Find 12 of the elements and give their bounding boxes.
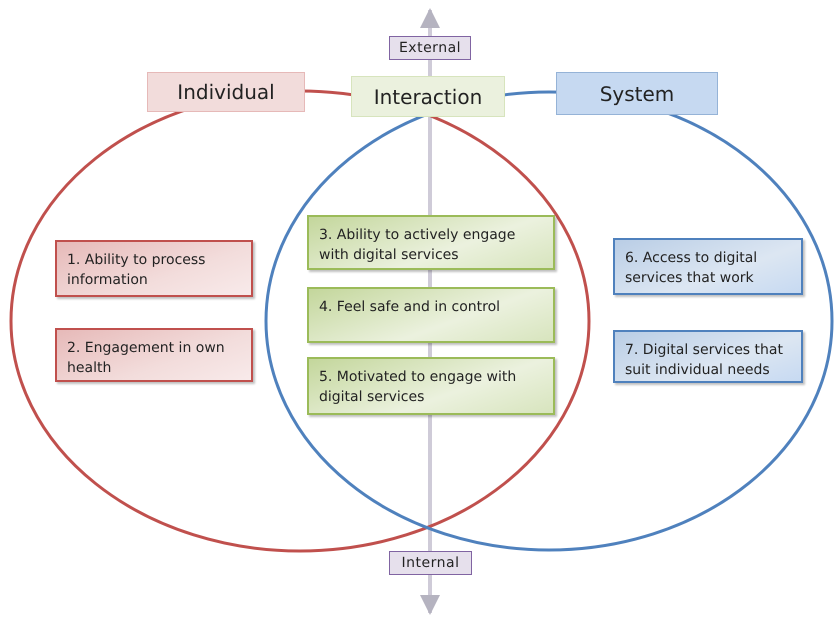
axis-label: External: [389, 36, 471, 60]
factor-box: 1. Ability to process information: [55, 240, 253, 297]
factor-box: 6. Access to digital services that work: [613, 238, 803, 295]
factor-box: 3. Ability to actively engage with digital services: [307, 215, 555, 270]
factor-box: 4. Feel safe and in control: [307, 287, 555, 343]
factor-box: 7. Digital services that suit individual needs: [613, 330, 803, 383]
category-header: System: [556, 72, 718, 115]
category-header: Interaction: [351, 76, 505, 117]
category-header: Individual: [147, 72, 305, 112]
axis-label: Internal: [389, 551, 472, 575]
factor-box: 2. Engagement in own health: [55, 328, 253, 382]
factor-box: 5. Motivated to engage with digital services: [307, 357, 555, 415]
